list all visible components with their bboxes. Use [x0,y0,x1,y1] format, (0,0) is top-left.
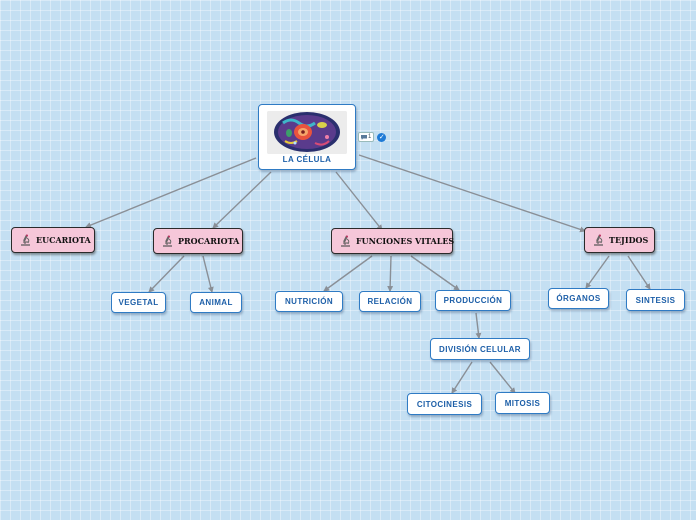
subtopic-vegetal[interactable]: VEGETAL [111,292,166,313]
connector [489,361,516,394]
subtopic-label: SINTESIS [635,295,676,305]
subtopic-label: NUTRICIÓN [284,297,334,306]
subtopic-label: ÓRGANOS [556,294,601,303]
topic-label: FUNCIONES VITALES [356,236,455,246]
topic-label: PROCARIOTA [178,236,240,246]
subtopic-label: MITOSIS [504,398,541,408]
microscope-icon [341,235,350,247]
topic-funciones-vitales[interactable]: FUNCIONES VITALES [331,228,455,254]
comment-badge[interactable]: 1 [358,132,375,142]
subtopic-nutricion[interactable]: NUTRICIÓN [275,291,343,312]
subtopic-relacion[interactable]: RELACIÓN [359,291,421,312]
root-badges: 1 ✓ [358,132,387,142]
connector [212,171,272,229]
topic-procariota[interactable]: PROCARIOTA [153,228,243,254]
microscope-icon [21,234,30,246]
connector [585,255,610,289]
connector [475,312,482,339]
connector [148,255,185,293]
connector [358,154,586,233]
topic-label: EUCARIOTA [36,235,91,245]
topic-label: TEJIDOS [609,235,649,245]
subtopic-label: RELACIÓN [367,297,413,306]
connector [85,157,257,228]
microscope-icon [163,235,172,247]
root-label: LA CÉLULA [282,155,332,164]
subtopic-label: CITOCINESIS [416,399,473,409]
check-circle-icon[interactable]: ✓ [377,132,387,142]
connector [410,255,460,291]
subtopic-animal[interactable]: ANIMAL [190,292,242,313]
topic-tejidos[interactable]: TEJIDOS [584,227,655,253]
connector [323,255,373,292]
connector [335,171,383,231]
subtopic-produccion[interactable]: PRODUCCIÓN [435,290,511,311]
comment-icon [361,134,367,140]
subtopic-organos[interactable]: ÓRGANOS [548,288,609,309]
subtopic-label: VEGETAL [118,298,159,307]
subtopic-label: DIVISIÓN CELULAR [439,344,521,354]
connector [627,255,651,290]
connector [387,255,394,292]
root-node[interactable]: LA CÉLULA [258,104,356,170]
connector [451,361,473,394]
subtopic-label: ANIMAL [199,298,233,307]
subtopic-division-celular[interactable]: DIVISIÓN CELULAR [430,338,530,360]
connector [202,255,214,293]
subtopic-mitosis[interactable]: MITOSIS [495,392,550,414]
cell-illustration [267,111,347,154]
comment-count: 1 [368,134,372,140]
subtopic-citocinesis[interactable]: CITOCINESIS [407,393,482,415]
topic-eucariota[interactable]: EUCARIOTA [11,227,95,253]
subtopic-sintesis[interactable]: SINTESIS [626,289,685,311]
subtopic-label: PRODUCCIÓN [443,296,503,305]
microscope-icon [594,234,603,246]
